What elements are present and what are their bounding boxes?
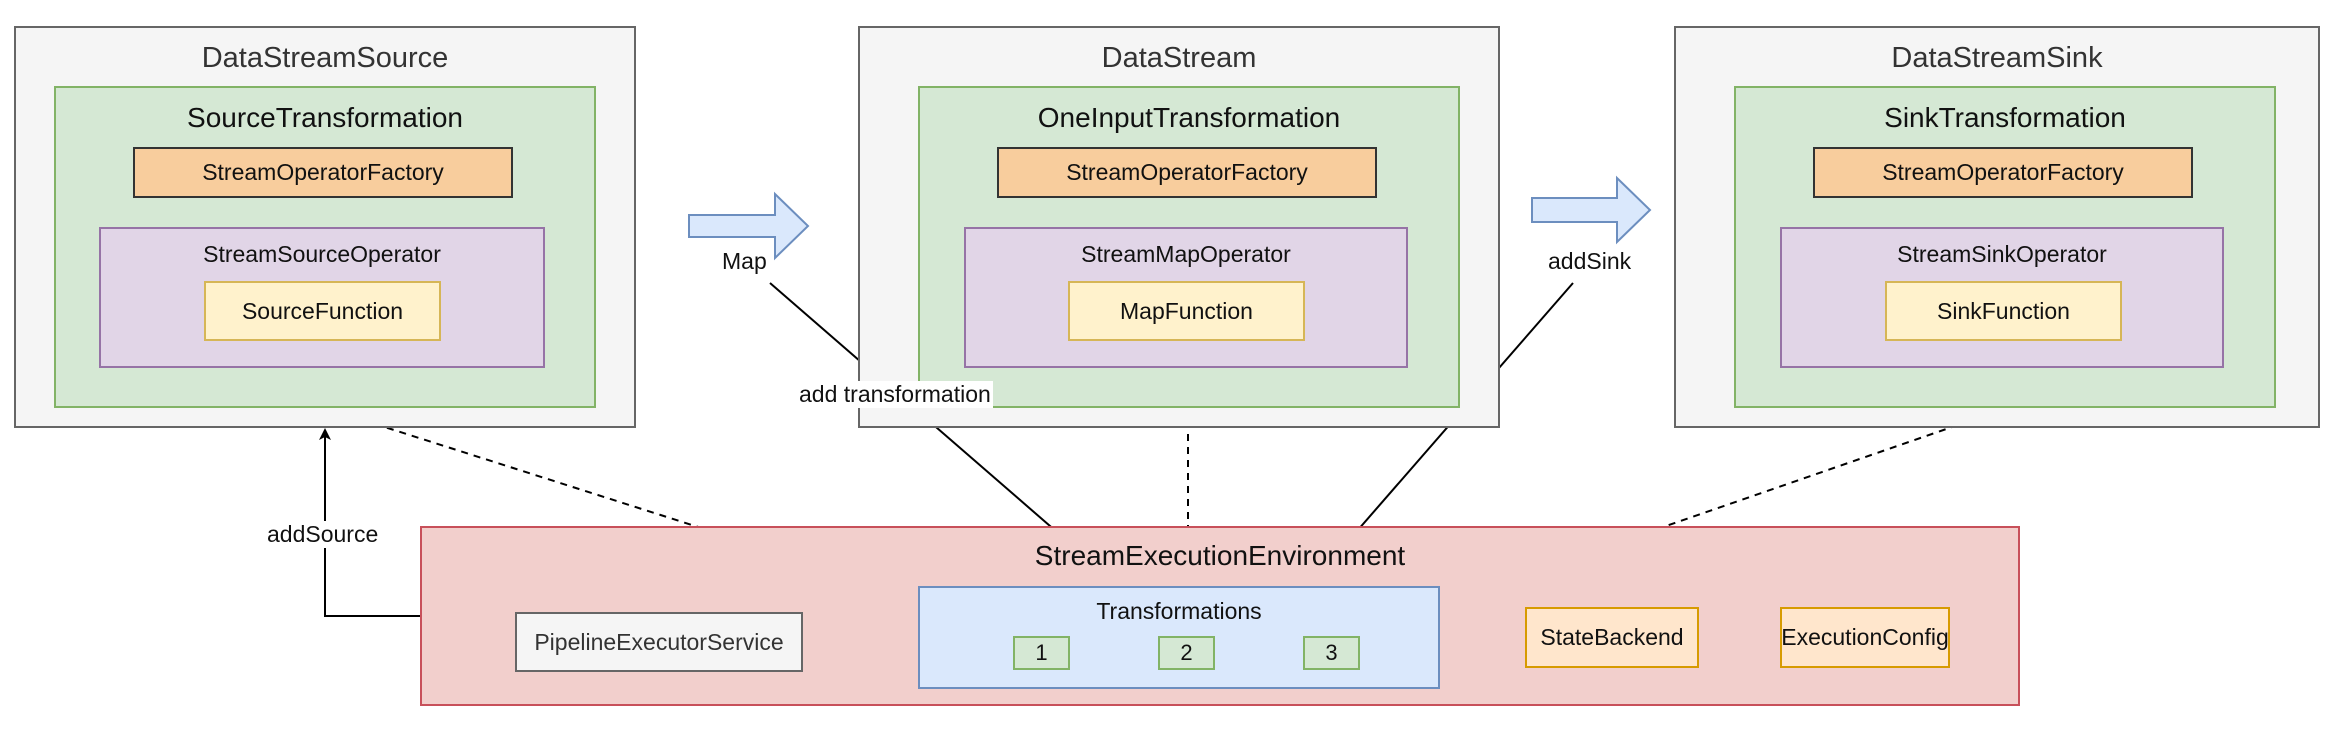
transformation-slot-3: 3 bbox=[1303, 636, 1360, 670]
one-input-transformation-title: OneInputTransformation bbox=[1037, 102, 1341, 133]
stream-map-operator-title: StreamMapOperator bbox=[1081, 241, 1291, 267]
transformations-title: Transformations bbox=[1096, 598, 1262, 624]
state-backend: StateBackend bbox=[1525, 607, 1699, 668]
source-transformation-title: SourceTransformation bbox=[187, 102, 463, 133]
sink-transformation-title: SinkTransformation bbox=[1884, 102, 2126, 133]
source-operator-factory: StreamOperatorFactory bbox=[133, 147, 513, 198]
execution-config: ExecutionConfig bbox=[1780, 607, 1950, 668]
add-sink-label: addSink bbox=[1546, 248, 1634, 275]
stream-operator-factory: StreamOperatorFactory bbox=[997, 147, 1377, 198]
map-label: Map bbox=[720, 248, 769, 275]
data-stream-sink-title: DataStreamSink bbox=[1891, 42, 2103, 74]
stream-sink-operator: StreamSinkOperator bbox=[1780, 227, 2224, 368]
stream-execution-environment-title: StreamExecutionEnvironment bbox=[1034, 540, 1406, 571]
pipeline-executor-service: PipelineExecutorService bbox=[515, 612, 803, 672]
data-stream-title: DataStream bbox=[1101, 42, 1257, 74]
map-function: MapFunction bbox=[1068, 281, 1305, 341]
add-source-edge bbox=[319, 428, 420, 617]
data-stream-source-title: DataStreamSource bbox=[201, 42, 449, 74]
map-block-arrow bbox=[688, 191, 810, 261]
add-source-label: addSource bbox=[265, 521, 381, 548]
source-function: SourceFunction bbox=[204, 281, 441, 341]
sink-function: SinkFunction bbox=[1885, 281, 2122, 341]
add-sink-block-arrow bbox=[1531, 175, 1652, 245]
sink-operator-factory: StreamOperatorFactory bbox=[1813, 147, 2193, 198]
transformation-slot-2: 2 bbox=[1158, 636, 1215, 670]
stream-source-operator-title: StreamSourceOperator bbox=[203, 241, 441, 267]
transformation-slot-1: 1 bbox=[1013, 636, 1070, 670]
add-transformation-label: add transformation bbox=[797, 381, 993, 408]
stream-sink-operator-title: StreamSinkOperator bbox=[1897, 241, 2107, 267]
